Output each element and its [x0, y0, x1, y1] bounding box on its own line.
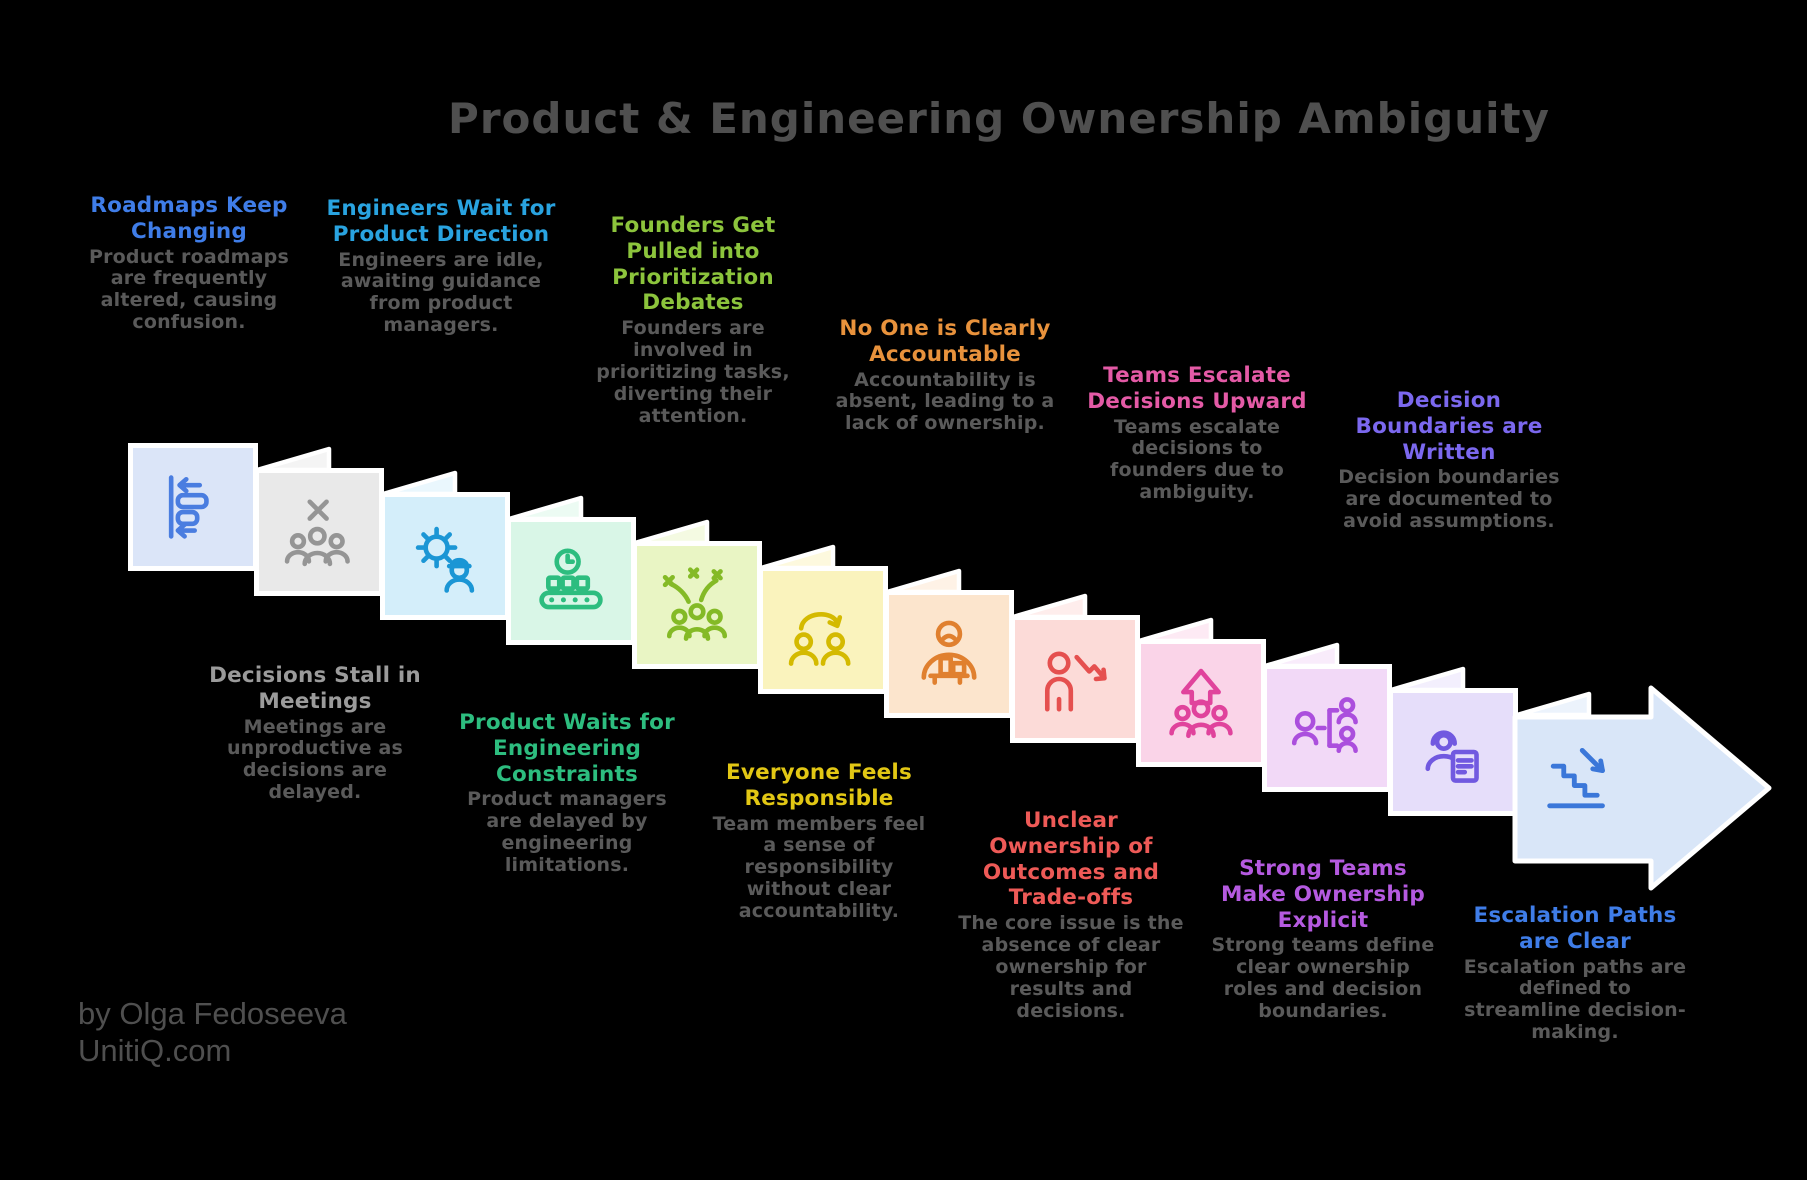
card-team-up-arrow	[1136, 639, 1266, 767]
block-body: Meetings are unproductive as decisions a…	[226, 715, 404, 804]
card-person-decline-arrow	[1010, 614, 1140, 743]
page-title: Product & Engineering Ownership Ambiguit…	[448, 94, 1550, 143]
block-body: Engineers are idle, awaiting guidance fr…	[338, 248, 544, 337]
roadmap-bars-icon	[168, 475, 209, 539]
block-body: Founders are involved in prioritizing ta…	[596, 317, 790, 427]
block-body: Product roadmaps are frequently altered,…	[88, 245, 289, 334]
attribution-author: by Olga Fedoseeva	[78, 996, 347, 1031]
person-document-icon	[1425, 730, 1479, 783]
team-fireworks-icon	[662, 567, 728, 641]
block-heading: Escalation Paths are Clear	[1473, 903, 1677, 954]
text-block-team-fireworks: Founders Get Pulled into Prioritization …	[577, 213, 809, 427]
person-decline-arrow-icon	[1044, 650, 1107, 712]
block-heading: Teams Escalate Decisions Upward	[1087, 363, 1307, 414]
team-x-icon	[284, 498, 350, 566]
block-heading: Engineers Wait for Product Direction	[326, 196, 556, 247]
card-team-fireworks	[632, 541, 762, 669]
conveyor-clock-icon	[539, 547, 603, 609]
sad-person-desk-icon	[921, 620, 977, 685]
text-block-conveyor-clock: Product Waits for Engineering Constraint…	[451, 710, 683, 877]
card-conveyor-clock	[506, 516, 636, 645]
card-arc-arrow-people	[758, 565, 888, 694]
gear-engineer-icon	[415, 526, 475, 593]
block-heading: Unclear Ownership of Outcomes and Trade-…	[982, 808, 1160, 911]
block-body: Product managers are delayed by engineer…	[467, 788, 667, 876]
attribution: by Olga Fedoseeva UnitiQ.com	[78, 996, 347, 1069]
block-body: Escalation paths are defined to streamli…	[1463, 955, 1687, 1044]
block-heading: Strong Teams Make Ownership Explicit	[1221, 856, 1425, 933]
arrow-card-stairs-down-arrow	[1512, 685, 1772, 890]
team-up-arrow-icon	[1169, 668, 1233, 739]
block-heading: Decision Boundaries are Written	[1355, 388, 1543, 465]
block-heading: Roadmaps Keep Changing	[90, 193, 288, 244]
stairs-down-arrow-icon	[1547, 747, 1605, 808]
card-person-document	[1388, 688, 1518, 816]
arc-arrow-people-icon	[788, 611, 851, 666]
block-body: Team members feel a sense of responsibil…	[712, 812, 926, 922]
block-heading: No One is Clearly Accountable	[839, 316, 1051, 367]
card-team-x	[254, 467, 384, 596]
text-block-person-decline-arrow: Unclear Ownership of Outcomes and Trade-…	[955, 808, 1187, 1022]
attribution-site: UnitiQ.com	[78, 1032, 232, 1068]
block-body: Teams escalate decisions to founders due…	[1110, 415, 1284, 504]
org-chart-icon	[1291, 696, 1358, 753]
block-heading: Product Waits for Engineering Constraint…	[459, 710, 675, 787]
block-body: Accountability is absent, leading to a l…	[835, 368, 1055, 435]
block-body: Decision boundaries are documented to av…	[1338, 466, 1560, 533]
card-roadmap-bars	[128, 443, 258, 571]
card-gear-engineer	[380, 492, 510, 620]
block-heading: Decisions Stall in Meetings	[209, 663, 421, 714]
block-body: The core issue is the absence of clear o…	[958, 912, 1184, 1022]
card-sad-person-desk	[884, 590, 1014, 718]
block-heading: Everyone Feels Responsible	[726, 760, 912, 811]
block-body: Strong teams define clear ownership role…	[1211, 934, 1435, 1022]
card-org-chart	[1262, 663, 1392, 792]
block-heading: Founders Get Pulled into Prioritization …	[610, 213, 776, 316]
